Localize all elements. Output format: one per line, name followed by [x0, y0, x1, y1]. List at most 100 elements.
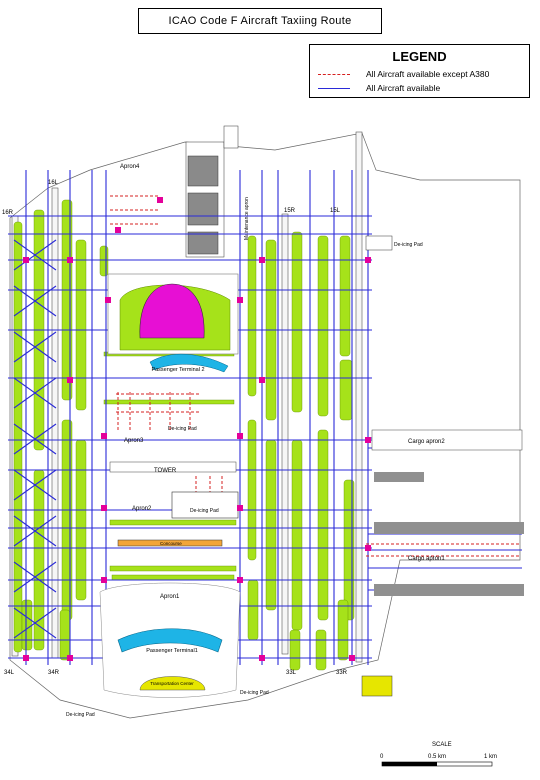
tower-label: TOWER	[154, 468, 177, 474]
taxiway-connector	[13, 239, 57, 271]
grass-strip	[99, 245, 109, 277]
cargo-apron1-label: Cargo apron1	[408, 556, 445, 562]
grass-strip	[59, 609, 71, 661]
hotspot-marker	[259, 655, 265, 661]
grass-strip	[247, 419, 257, 561]
passenger-terminal1-label: Passenger Terminal1	[146, 648, 198, 654]
grass-strip	[289, 629, 301, 671]
taxiway-connector	[13, 285, 57, 317]
runway-33l: 33L	[286, 670, 297, 676]
hotspot-marker	[365, 257, 371, 263]
deicing-pad-bottom-left-label: De-icing Pad	[66, 712, 95, 718]
grass-strip	[75, 239, 87, 411]
grass-strip	[315, 629, 327, 671]
taxiway-connector	[13, 423, 57, 455]
grass-strip	[317, 429, 329, 621]
grass-strip	[291, 231, 303, 413]
hotspot-marker	[67, 257, 73, 263]
hotspot-marker	[365, 545, 371, 551]
hotspot-marker	[237, 433, 243, 439]
legend-heading: LEGEND	[392, 49, 447, 64]
apron2-deicing-box	[171, 491, 239, 519]
map-title-text: ICAO Code F Aircraft Taxiing Route	[168, 15, 352, 27]
hotspot-marker	[365, 437, 371, 443]
taxiway-connector	[13, 515, 57, 547]
deicing-pad-top-right-label: De-icing Pad	[394, 242, 423, 248]
passenger-terminal2-pier	[149, 353, 229, 373]
legend-item-a380-restricted: All Aircraft available except A380	[318, 67, 489, 81]
grass-strip	[291, 439, 303, 631]
hotspot-marker	[259, 257, 265, 263]
hotspot-marker	[67, 655, 73, 661]
hotspot-marker	[237, 297, 243, 303]
grass-strip	[75, 439, 87, 601]
hotspot-marker	[115, 227, 121, 233]
legend-item-all-aircraft: All Aircraft available	[318, 81, 440, 95]
hotspot-marker	[101, 505, 107, 511]
passenger-terminal1-building	[117, 628, 223, 653]
terminal2-complex: Passenger Terminal 2	[107, 273, 239, 373]
hotspot-marker	[23, 257, 29, 263]
apron4-label: Apron4	[120, 164, 140, 170]
deicing-pad-bottom-right	[361, 675, 393, 697]
legend-label-restricted: All Aircraft available except A380	[366, 69, 490, 79]
scale-tick-0: 0	[380, 754, 384, 760]
tower-building	[109, 461, 237, 473]
grass-strip	[337, 599, 349, 661]
taxiway-connector	[13, 469, 57, 501]
cargo-apron2	[371, 429, 523, 482]
scale-graphic	[381, 761, 493, 767]
runway-34l: 34L	[4, 670, 15, 676]
grass-band	[109, 565, 237, 572]
legend-blue-solid-swatch	[318, 87, 350, 89]
terminal2-building	[139, 283, 205, 339]
cargo-apron1	[374, 522, 524, 596]
airfield-boundary	[9, 132, 521, 719]
grass-strip	[265, 439, 277, 611]
taxiway-connector	[13, 607, 57, 639]
scale-bar: SCALE 0 0.5 km 1 km	[380, 742, 500, 776]
legend-label-all: All Aircraft available	[366, 83, 441, 93]
hotspot-markers	[23, 197, 371, 661]
transportation-center-label: Transportation Center	[150, 681, 194, 686]
taxiway-connector	[13, 377, 57, 409]
transportation-center	[139, 676, 206, 691]
concourse-building	[117, 539, 223, 547]
deicing-pad-top-right	[365, 235, 393, 251]
runway-15r: 15R	[284, 208, 296, 214]
hotspot-marker	[23, 655, 29, 661]
taxiway-connector	[13, 561, 57, 593]
apron2-label: Apron2	[132, 506, 152, 512]
hotspot-marker	[237, 505, 243, 511]
deicing-pad-center-label: De-icing Pad	[168, 426, 197, 432]
legend: LEGEND All Aircraft available except A38…	[309, 44, 530, 98]
grass-strip	[339, 359, 353, 421]
grass-band	[109, 519, 237, 526]
runway-33r: 33R	[336, 670, 348, 676]
grass-strip	[247, 579, 259, 641]
grass-band	[103, 399, 235, 405]
grass-strip	[317, 235, 329, 417]
passenger-terminal2-label: Passenger Terminal 2	[151, 367, 204, 373]
legend-red-dashed-swatch	[318, 73, 350, 75]
hotspot-marker	[67, 377, 73, 383]
grass-strip	[21, 599, 33, 651]
grass-band	[111, 574, 235, 581]
deicing-pad-bottom-right-label: De-icing Pad	[240, 690, 269, 696]
hotspot-marker	[237, 577, 243, 583]
maintenance-apron-label: Maintenance apron	[244, 197, 250, 240]
scale-title: SCALE	[432, 742, 452, 748]
hotspot-marker	[157, 197, 163, 203]
deicing-pad-apron2-label: De-icing Pad	[190, 508, 219, 514]
runway-16r: 16R	[2, 210, 14, 216]
hotspot-marker	[259, 377, 265, 383]
cargo-apron2-label: Cargo apron2	[408, 439, 445, 445]
maintenance-hangars	[185, 125, 239, 258]
apron1-label: Apron1	[160, 594, 180, 600]
apron3-label: Apron3	[124, 438, 144, 444]
hotspot-marker	[349, 655, 355, 661]
scale-tick-1km: 1 km	[484, 754, 498, 760]
map-title: ICAO Code F Aircraft Taxiing Route	[138, 8, 382, 34]
runway-34r: 34R	[48, 670, 60, 676]
